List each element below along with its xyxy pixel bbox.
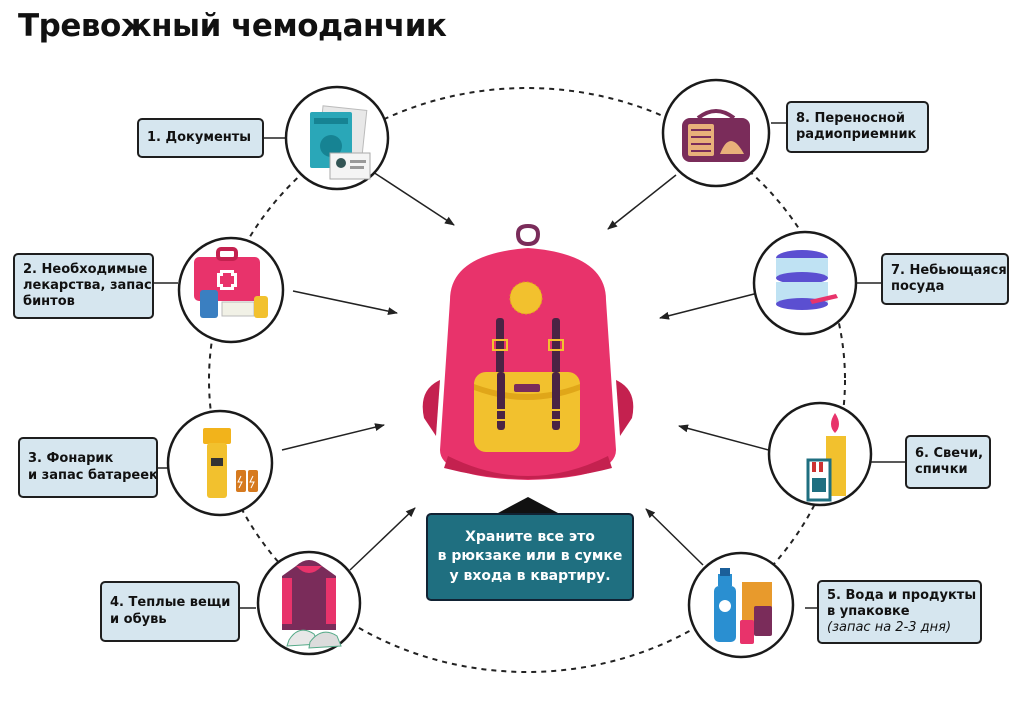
arrow-candles [678,424,777,453]
label-line: радиоприемник [796,127,917,142]
label-line: 4. Теплые вещи [110,595,231,611]
dashed-ring [208,87,846,673]
label-line: 6. Свечи, [915,445,984,461]
label-documents: 1. Документы [137,118,264,158]
callout-line: у входа в квартиру. [449,567,611,584]
arrow-radio [607,174,677,230]
label-line: посуда [891,279,945,294]
label-line: 1. Документы [147,129,252,145]
containers-icon [776,250,838,310]
label-radio: 8. Переносной радиоприемник [786,101,929,153]
arrow-clothes [349,507,416,571]
label-clothes: 4. Теплые вещи и обувь [100,581,240,642]
arrow-documents [369,169,455,226]
arrow-food [645,508,704,566]
label-note: (запас на 2-3 дня) [827,620,952,636]
arrows [281,169,777,571]
water-food-icon [714,568,772,644]
label-line: 7. Небьющаяся [891,262,1007,278]
label-line: 3. Фонарик [28,451,114,467]
label-line: бинтов [23,294,75,310]
arrow-flashlight [281,423,385,451]
label-line: в упаковке [827,603,910,619]
label-flashlight: 3. Фонарик и запас батареек [18,437,158,498]
first-aid-kit-icon [194,247,268,318]
label-line: 2. Необходимые [23,261,148,277]
label-line: 5. Вода и продукты [827,587,977,603]
label-candles: 6. Свечи, спички [905,435,991,489]
label-line: спички [915,462,968,477]
page-title: Тревожный чемоданчик [18,8,447,44]
arrow-dishes [659,292,759,320]
radio-icon [682,109,750,162]
flashlight-icon [203,428,258,498]
callout-line: Храните все это [465,528,595,545]
label-dishes: 7. Небьющаяся посуда [881,253,1009,305]
label-line: 8. Переносной [796,110,905,126]
hoodie-sneakers-icon [282,560,342,649]
candle-matches-icon [806,413,846,502]
label-medicine: 2. Необходимые лекарства, запас бинтов [13,253,154,319]
passport-icon [310,105,371,180]
arrow-medicine [292,290,398,316]
backpack-icon [422,223,634,480]
label-line: лекарства, запас [23,277,152,293]
callout-pointer [498,497,558,513]
callout-box: Храните все это в рюкзаке или в сумке у … [426,513,634,601]
callout-line: в рюкзаке или в сумке [437,548,623,565]
label-line: и запас батареек [28,467,158,483]
label-food: 5. Вода и продукты в упаковке (запас на … [817,580,982,644]
label-line: и обувь [110,611,167,627]
